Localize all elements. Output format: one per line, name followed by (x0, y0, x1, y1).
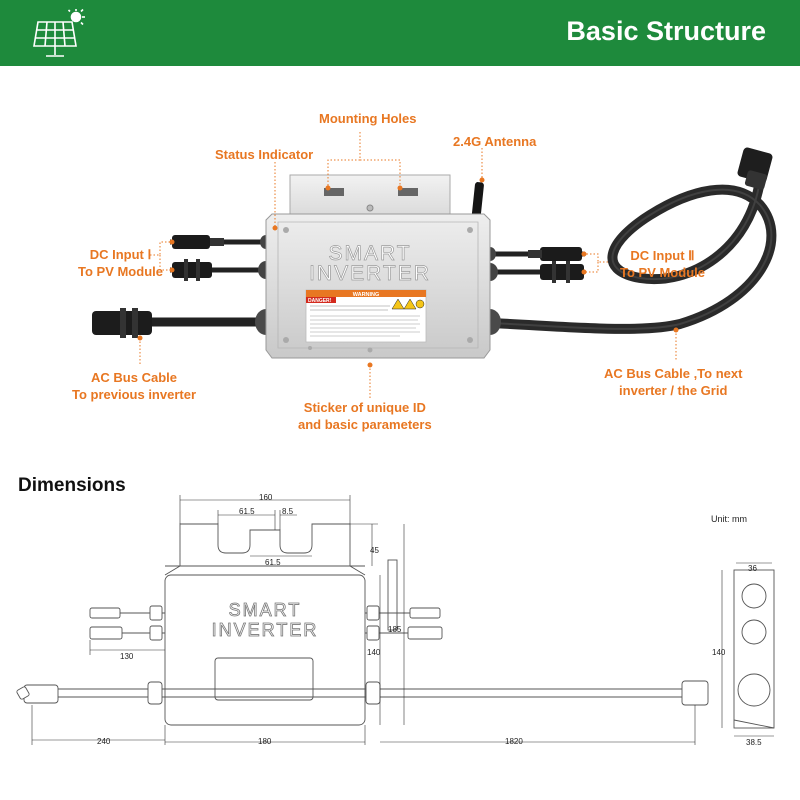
callout-dc-input-2-line1: DC Input Ⅱ (630, 248, 695, 263)
solar-panel-icon (33, 8, 85, 57)
callout-dc-input-2: DC Input Ⅱ To PV Module (620, 247, 705, 281)
dim-ac-right: 1820 (505, 737, 523, 746)
callout-dots (137, 177, 679, 368)
sticker-warning: WARNING (353, 292, 380, 298)
callout-antenna: 2.4G Antenna (453, 134, 537, 149)
dim-hole-gap: 8.5 (282, 507, 294, 516)
callout-ac-bus-next-line2: inverter / the Grid (619, 383, 728, 398)
dimension-lines (31, 495, 774, 745)
ac-bus-cable-right (485, 147, 777, 334)
callout-sticker-line1: Sticker of unique ID (303, 400, 426, 415)
callout-status-indicator: Status Indicator (215, 147, 314, 162)
header-bar: Basic Structure (0, 0, 800, 66)
dc-input-1-cables (170, 235, 274, 281)
dim-total-height: 185 (388, 625, 402, 634)
dim-width-top: 160 (259, 493, 273, 502)
callout-mounting-holes: Mounting Holes (319, 111, 417, 126)
dim-hole-bottom: 61.5 (265, 558, 281, 567)
callout-dc-input-1-line1: DC Input Ⅰ (89, 247, 152, 262)
callout-sticker: Sticker of unique ID and basic parameter… (298, 399, 432, 433)
dim-ac-left: 240 (97, 737, 111, 746)
callout-ac-bus-prev-line1: AC Bus Cable (91, 370, 177, 385)
callout-ac-bus-prev-line2: To previous inverter (72, 387, 197, 402)
callout-ac-bus-prev: AC Bus Cable To previous inverter (72, 369, 196, 403)
dim-body-width: 180 (258, 737, 272, 746)
dim-dc-cable: 130 (120, 652, 134, 661)
dim-body-height: 140 (367, 648, 381, 657)
callout-ac-bus-next-line1: AC Bus Cable ,To next (604, 366, 743, 381)
callout-dc-input-1-line2: To PV Module (78, 264, 163, 279)
dim-product-text-line1: SMART (228, 600, 302, 621)
callout-dc-input-2-line2: To PV Module (620, 265, 705, 280)
callout-dc-input-1: DC Input Ⅰ To PV Module (78, 246, 163, 280)
unit-label: Unit: mm (711, 514, 747, 524)
dc-input-2-cables (482, 247, 585, 283)
dim-product-text-line2: INVERTER (211, 620, 319, 641)
callout-leaders (139, 132, 677, 398)
product-text-line2: INVERTER (309, 262, 431, 285)
dim-side-top: 36 (748, 564, 757, 573)
product-text-line1: SMART (328, 242, 411, 265)
dim-product-text: SMART INVERTER (165, 600, 365, 641)
page-title: Basic Structure (566, 16, 766, 46)
dim-side-height: 140 (712, 648, 726, 657)
dim-hole-left: 61.5 (239, 507, 255, 516)
callout-ac-bus-next: AC Bus Cable ,To next inverter / the Gri… (604, 365, 742, 399)
dim-bracket-height: 45 (370, 546, 379, 555)
dimensions-title: Dimensions (18, 475, 126, 496)
mounting-bracket (289, 174, 451, 219)
id-sticker: WARNING DANGER! (305, 289, 427, 343)
sticker-danger: DANGER! (308, 298, 332, 304)
dim-side-bottom: 38.5 (746, 738, 762, 747)
callout-sticker-line2: and basic parameters (298, 417, 432, 432)
